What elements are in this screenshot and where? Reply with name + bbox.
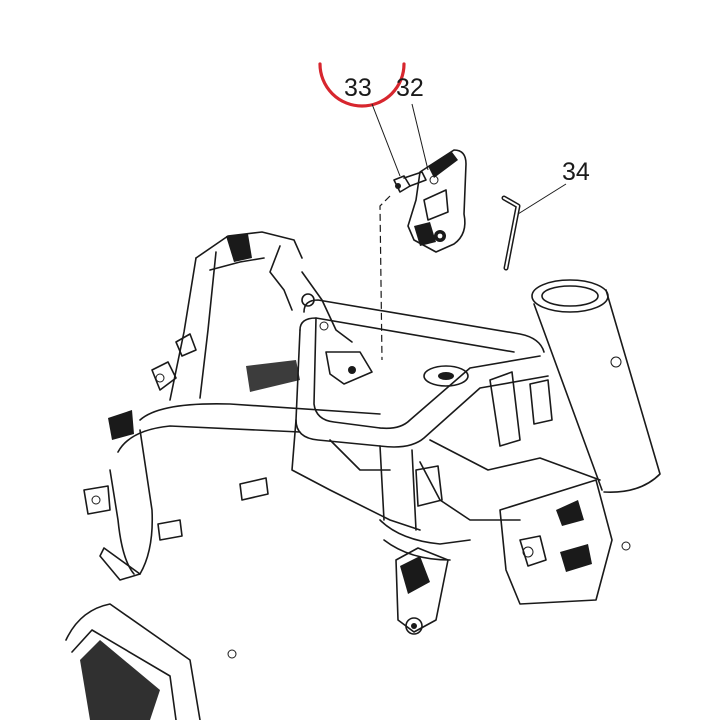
bolt-part-33[interactable] (393, 171, 427, 193)
steering-head-tube (531, 279, 661, 493)
callout-34[interactable]: 34 (562, 158, 590, 186)
motorcycle-frame (83, 231, 661, 635)
rod-part-34[interactable] (501, 195, 521, 271)
bracket-part-32[interactable] (407, 149, 467, 253)
leader-line-34 (517, 183, 567, 215)
leader-line-33 (371, 103, 401, 177)
highlight-circle[interactable] (318, 62, 406, 108)
callout-32[interactable]: 32 (396, 74, 424, 102)
assembly-line (379, 195, 391, 361)
leader-line-32 (411, 103, 429, 171)
partial-cover-part (65, 603, 237, 720)
callout-33[interactable]: 33 (344, 74, 372, 102)
